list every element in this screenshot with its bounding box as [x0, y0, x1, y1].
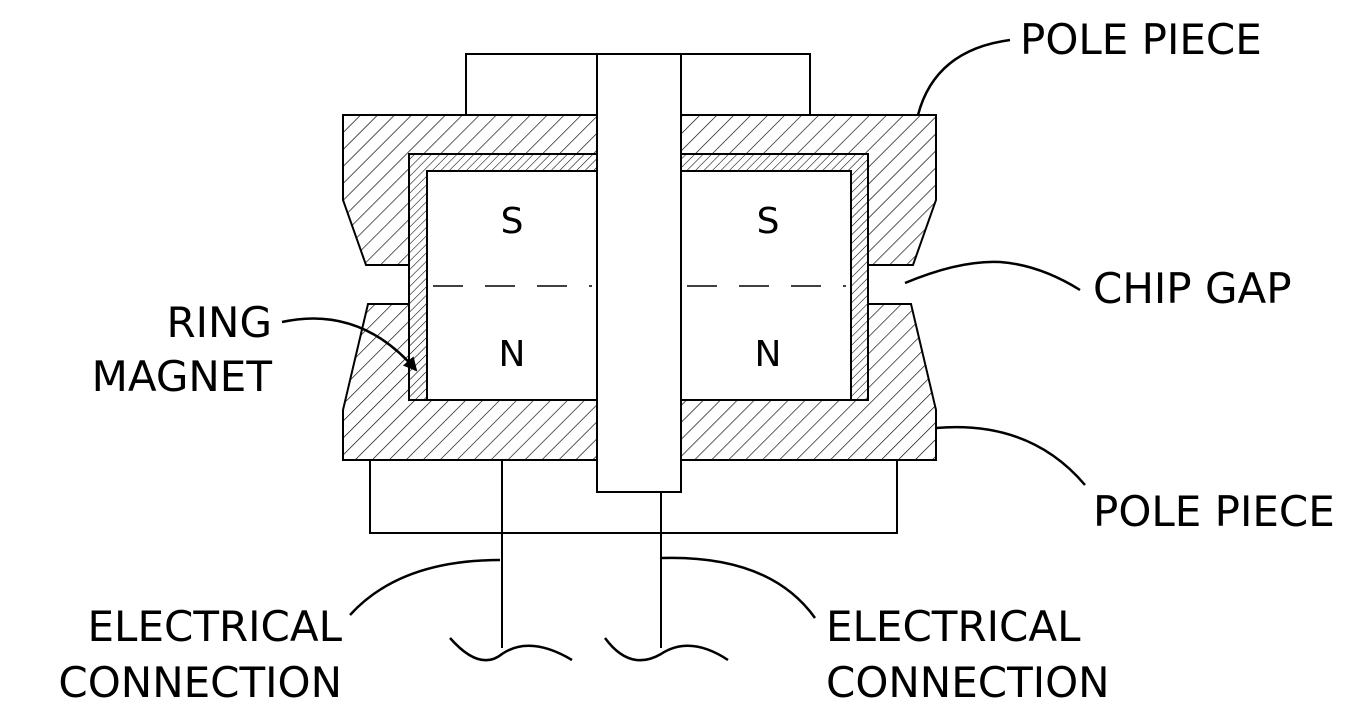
center-post	[597, 100, 681, 492]
pole-letter-left-bottom: N	[499, 334, 526, 375]
label-electrical-right-2: CONNECTION	[826, 658, 1110, 707]
label-chip-gap: CHIP GAP	[1093, 264, 1292, 313]
label-pole-piece-bottom: POLE PIECE	[1093, 487, 1335, 536]
label-electrical-left-1: ELECTRICAL	[88, 602, 343, 651]
label-ring-magnet-1: RING	[166, 298, 272, 347]
break-symbol-left	[449, 637, 573, 662]
pole-letter-left-top: S	[501, 201, 524, 242]
pole-letter-right-bottom: N	[755, 334, 782, 375]
bottom-base	[369, 460, 898, 534]
leader-ring-magnet	[281, 317, 418, 372]
leader-electrical-right	[661, 556, 817, 619]
label-electrical-left-2: CONNECTION	[58, 658, 342, 707]
center-post-outline	[596, 54, 682, 493]
leader-pole-piece-bottom	[935, 425, 1086, 486]
label-pole-piece-top: POLE PIECE	[1020, 15, 1262, 64]
label-ring-magnet-2: MAGNET	[92, 352, 273, 401]
leader-electrical-left	[349, 558, 501, 616]
break-symbol-right	[603, 637, 729, 662]
label-electrical-right-1: ELECTRICAL	[826, 602, 1081, 651]
leader-pole-piece-top	[916, 38, 1011, 116]
leader-chip-gap	[904, 260, 1081, 292]
pole-letter-right-top: S	[757, 201, 780, 242]
